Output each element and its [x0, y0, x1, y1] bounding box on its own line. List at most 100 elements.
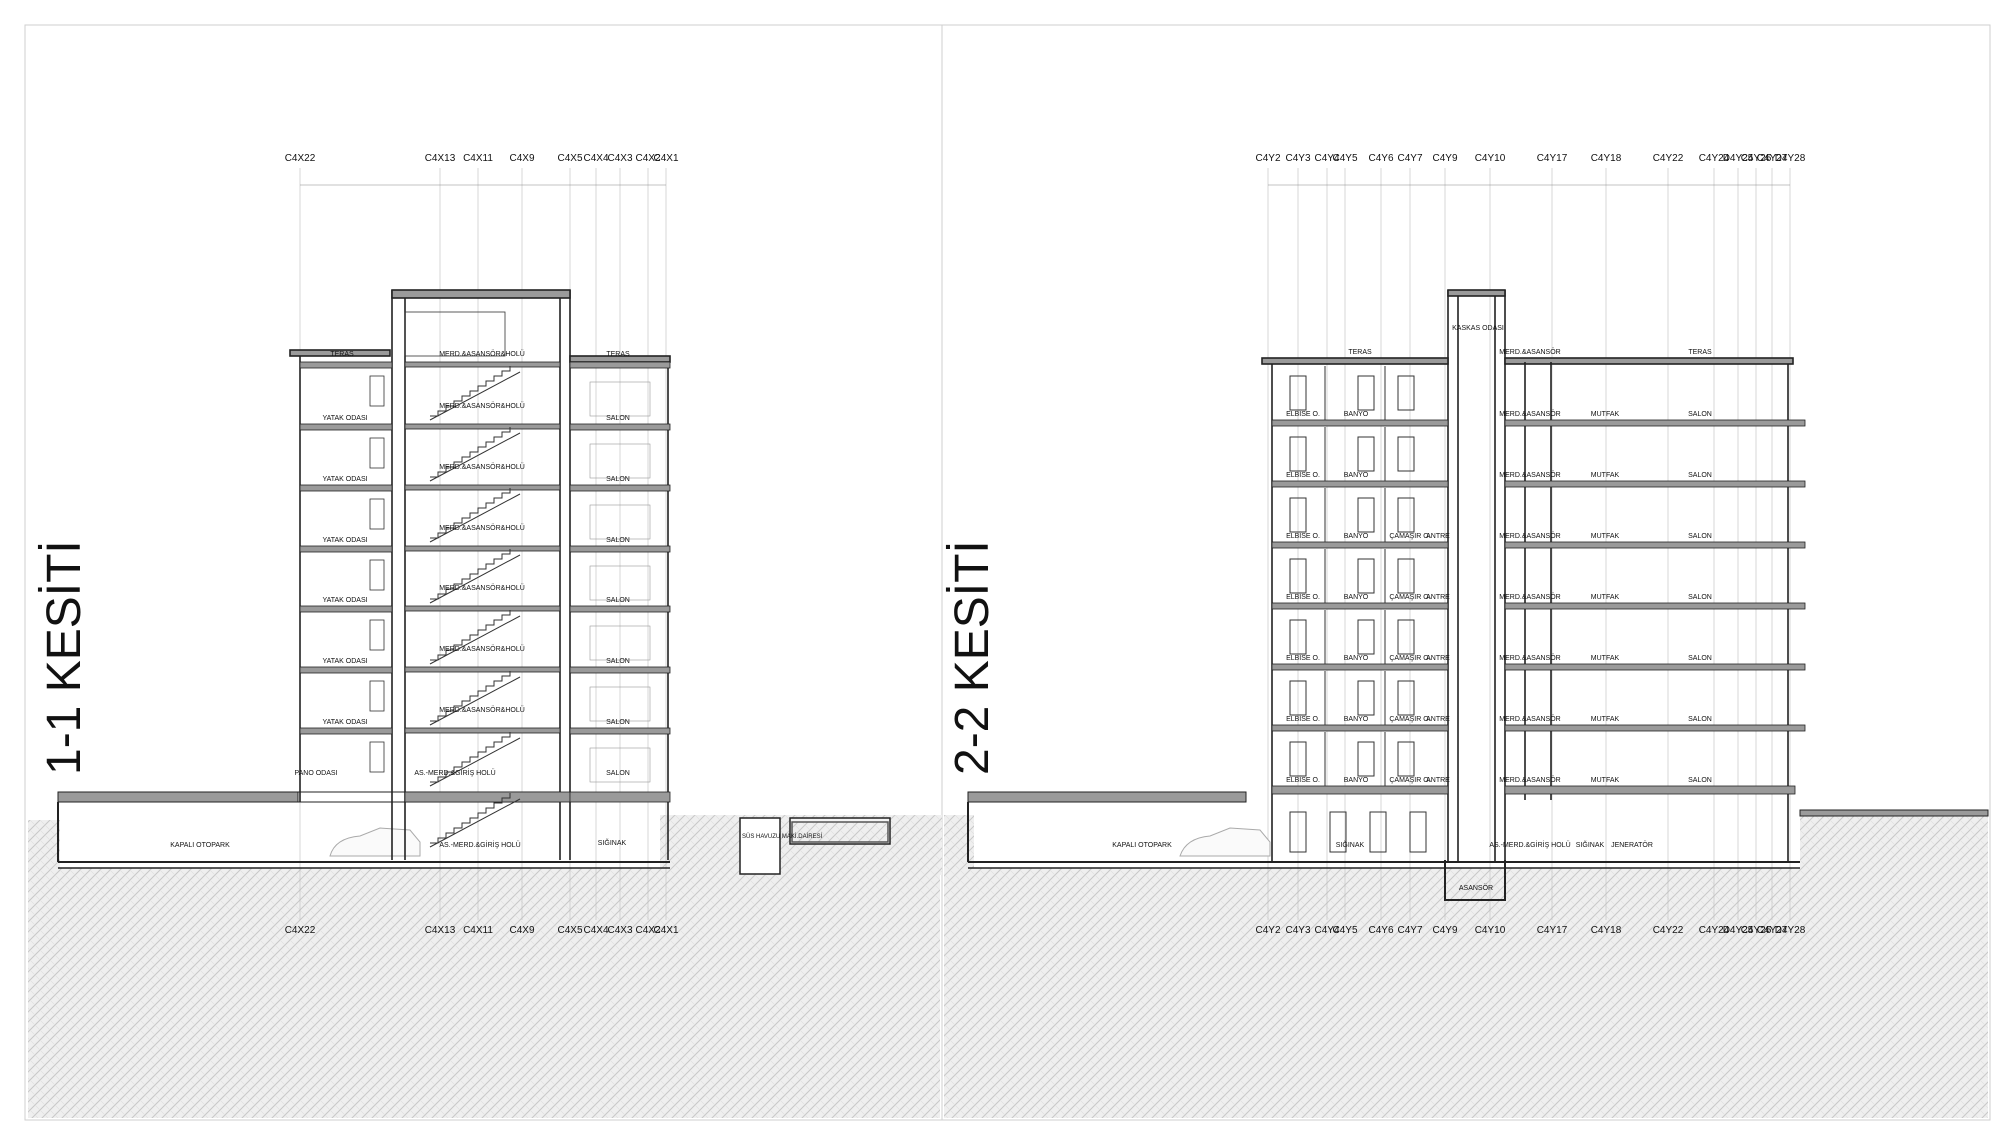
axis-label: C4X11	[463, 153, 493, 164]
stair-stringer	[429, 432, 521, 482]
floor-slab	[569, 484, 671, 492]
axis-label: C4Y22	[1653, 153, 1684, 164]
door	[1369, 811, 1387, 853]
label-elbise-odasi: ELBİSE O.	[1286, 409, 1320, 418]
door	[1289, 436, 1307, 472]
label-yatak-odasi: YATAK ODASI	[322, 476, 367, 483]
label-siginak: SIĞINAK	[1576, 840, 1605, 849]
label-banyo: BANYO	[1344, 716, 1369, 723]
label-jenerator: JENERATÖR	[1611, 841, 1653, 849]
label-antre: ANTRE	[1426, 777, 1450, 784]
label-mutfak: MUTFAK	[1591, 411, 1620, 418]
label-mutfak: MUTFAK	[1591, 594, 1620, 601]
axis-label: C4Y5	[1332, 925, 1357, 936]
door	[369, 437, 385, 469]
label-merd-asansor: MERD.&ASANSÖR	[1499, 593, 1560, 601]
door	[1397, 436, 1415, 472]
label-merd-asansor: MERD.&ASANSÖR	[1499, 776, 1560, 784]
axis-label: C4X13	[425, 925, 456, 936]
axis-label: C4Y4	[1314, 153, 1339, 164]
label-antre: ANTRE	[1426, 655, 1450, 662]
axis-label: C4Y9	[1432, 925, 1457, 936]
label-salon: SALON	[606, 537, 630, 544]
door	[369, 680, 385, 712]
axis-label: C4X9	[509, 153, 534, 164]
floor-slab	[569, 791, 671, 803]
door	[1357, 497, 1375, 533]
label-kapali-otopark: KAPALI OTOPARK	[1112, 842, 1172, 849]
label-merd-holu: MERD.&ASANSÖR&HOLÜ	[439, 350, 525, 358]
axis-label: C4X1	[653, 925, 678, 936]
axis-label: C4Y2	[1255, 925, 1280, 936]
door	[1397, 375, 1415, 411]
label-elbise-odasi: ELBİSE O.	[1286, 714, 1320, 723]
label-salon: SALON	[1688, 777, 1712, 784]
label-banyo: BANYO	[1344, 777, 1369, 784]
label-merd-asansor: MERD.&ASANSÖR	[1499, 348, 1560, 356]
axis-label: D4Y25	[1723, 925, 1754, 936]
door	[1329, 811, 1347, 853]
floor-slab	[1504, 785, 1796, 795]
floor-slab	[569, 361, 671, 369]
label-yatak-odasi: YATAK ODASI	[322, 658, 367, 665]
stair-stringer	[429, 615, 521, 665]
axis-label: C4Y27	[1757, 153, 1788, 164]
ground-hatch	[28, 815, 1988, 1118]
axis-label: C4Y26	[1741, 153, 1772, 164]
axis-label: C4X5	[557, 153, 582, 164]
label-camasir-odasi: ÇAMAŞIR O.	[1389, 594, 1430, 601]
label-teras: TERAS	[1348, 349, 1372, 356]
door	[1289, 558, 1307, 594]
doors	[1289, 366, 1427, 853]
pool-room	[739, 817, 891, 875]
label-salon: SALON	[1688, 716, 1712, 723]
label-mutfak: MUTFAK	[1591, 777, 1620, 784]
label-giris-holu: AS.-MERD.&GİRİŞ HOLÜ	[414, 768, 495, 777]
label-camasir-odasi: ÇAMAŞIR O.	[1389, 533, 1430, 540]
label-teras: TERAS	[1688, 349, 1712, 356]
axis-label: C4Y24	[1699, 153, 1730, 164]
axis-label: D4Y25	[1723, 153, 1754, 164]
axis-label: C4X4	[583, 153, 608, 164]
floor-slab	[1504, 480, 1806, 488]
label-merd-holu: MERD.&ASANSÖR&HOLÜ	[439, 706, 525, 714]
stair-flight	[430, 671, 511, 722]
label-elbise-odasi: ELBİSE O.	[1286, 531, 1320, 540]
floor-slab	[1271, 541, 1449, 549]
label-yatak-odasi: YATAK ODASI	[322, 597, 367, 604]
sheet-border	[24, 24, 1991, 1121]
label-camasir-odasi: ÇAMAŞIR O.	[1389, 655, 1430, 662]
label-merd-asansor: MERD.&ASANSÖR	[1499, 410, 1560, 418]
door	[369, 559, 385, 591]
label-merd-holu: MERD.&ASANSÖR&HOLÜ	[439, 584, 525, 592]
label-merd-asansor: MERD.&ASANSÖR	[1499, 471, 1560, 479]
floor-slab	[569, 605, 671, 613]
axis-label: C4Y6	[1368, 925, 1393, 936]
label-salon: SALON	[606, 719, 630, 726]
floor-slab	[1271, 663, 1449, 671]
label-banyo: BANYO	[1344, 472, 1369, 479]
label-banyo: BANYO	[1344, 411, 1369, 418]
door	[1357, 741, 1375, 777]
label-merd-holu: MERD.&ASANSÖR&HOLÜ	[439, 645, 525, 653]
door	[1289, 811, 1307, 853]
label-asansor: ASANSÖR	[1459, 884, 1493, 892]
label-salon: SALON	[1688, 411, 1712, 418]
axis-label: C4X2	[635, 153, 660, 164]
label-merd-asansor: MERD.&ASANSÖR	[1499, 654, 1560, 662]
window	[589, 747, 651, 783]
axis-label: C4Y18	[1591, 153, 1622, 164]
floor-slab	[404, 605, 561, 612]
floor-slab	[569, 666, 671, 674]
floor-slab	[404, 666, 561, 673]
axis-label: C4Y9	[1432, 153, 1457, 164]
floor-slab	[1271, 602, 1449, 610]
label-yatak-odasi: YATAK ODASI	[322, 537, 367, 544]
door	[369, 375, 385, 407]
floor-slab	[404, 545, 561, 552]
door	[1289, 375, 1307, 411]
floor-slab	[299, 545, 393, 553]
floor-slab	[1504, 541, 1806, 549]
